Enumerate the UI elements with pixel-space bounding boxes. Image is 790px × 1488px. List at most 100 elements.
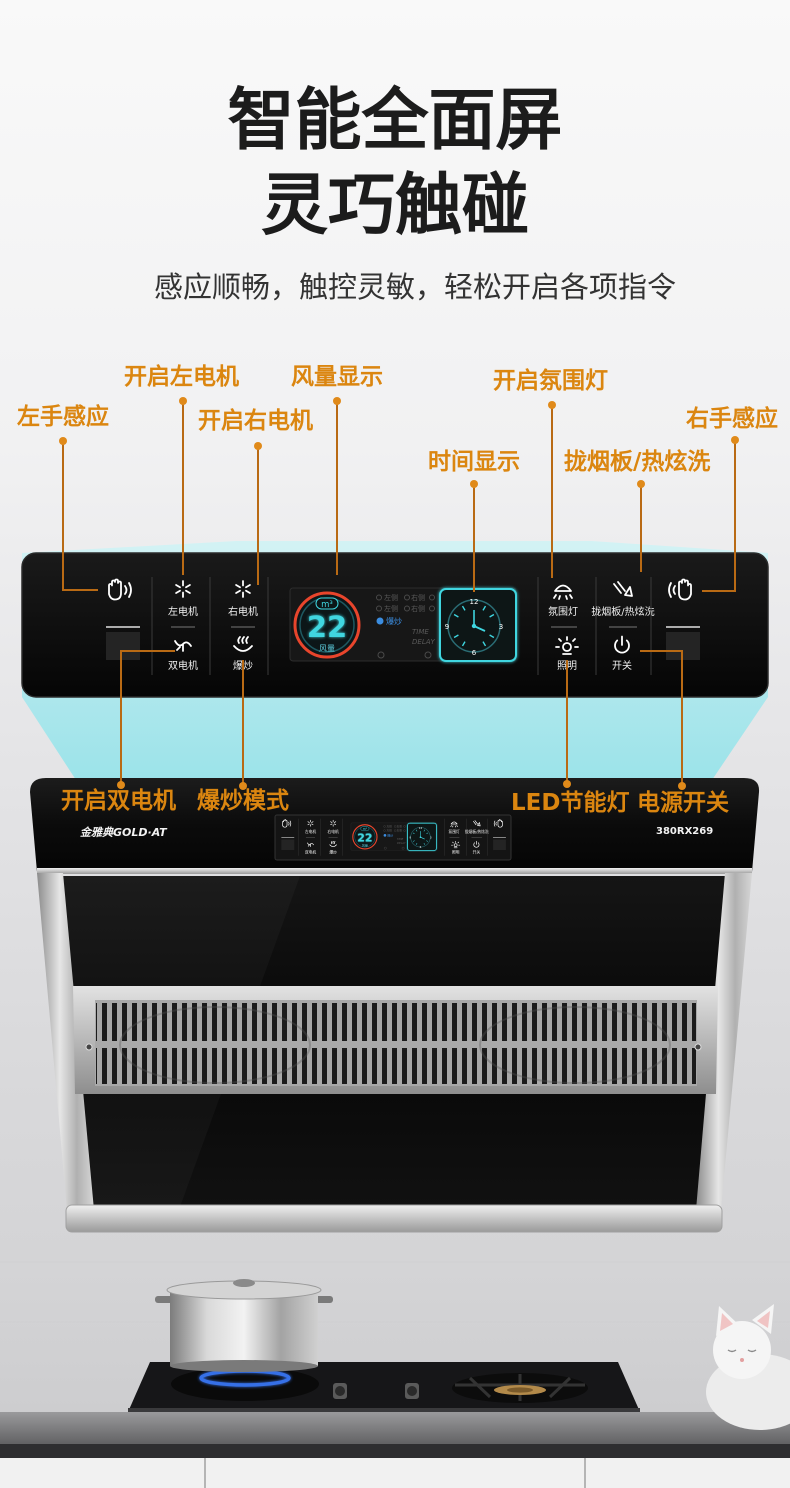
callout-stir-fry-mode: 爆炒模式: [197, 788, 289, 814]
clock-ticks: [412, 829, 429, 845]
hood-mini-panel: 左电机 双电机 右电机 爆炒 m³ 22 风量: [281, 818, 506, 856]
lighting-icon: [555, 636, 579, 655]
airflow-label: 风量: [362, 843, 368, 848]
right-motor-label: 右电机: [228, 605, 258, 618]
headline-line-2: 灵巧触碰: [261, 166, 529, 244]
timer-label-time: TIME: [397, 837, 404, 841]
mode-indicator-icon: [383, 834, 387, 837]
stir-fry-label: 爆炒: [329, 849, 337, 854]
indicator-left-2: 左侧: [386, 829, 392, 833]
right-motor-icon: [330, 819, 337, 827]
clock-number-9: 9: [445, 623, 449, 631]
clock: 12 3 6 9: [439, 588, 517, 662]
right-burner: [452, 1373, 588, 1403]
pot-bottom: [170, 1360, 318, 1372]
airflow-ring: [293, 591, 361, 659]
headline-line-1: 智能全面屏: [228, 81, 563, 159]
headline-subtitle: 感应顺畅，触控灵敏，轻松开启各项指令: [154, 270, 676, 304]
fan-right: [479, 1006, 671, 1084]
right-motor-label: 右电机: [328, 829, 340, 834]
callout-airflow-display: 风量显示: [291, 364, 383, 390]
clock-tick: [461, 641, 466, 647]
leader-dot: [254, 442, 262, 450]
clock-tick: [461, 605, 466, 611]
indicator-right-2: 右侧: [411, 604, 425, 613]
clock-tick: [453, 634, 459, 639]
power-label: 开关: [612, 659, 632, 672]
clock-tick: [423, 842, 426, 845]
leader-left-hand: [62, 441, 98, 591]
clock-tick: [453, 613, 459, 618]
lighting-label: 照明: [452, 849, 460, 854]
ambient-light-label: 氛围灯: [548, 605, 578, 618]
mode-label: 爆炒: [386, 616, 402, 626]
left-hand-sensor-icon: [108, 578, 132, 601]
screw-right: [694, 1043, 702, 1051]
stir-fry-icon: [233, 636, 253, 652]
clock-ticks: [453, 605, 495, 647]
indicator-right-1: 右侧: [411, 593, 425, 602]
stock-pot: [155, 1279, 333, 1372]
clock-tick: [489, 634, 495, 639]
stove-front-edge: [128, 1408, 640, 1414]
clock-tick: [423, 829, 426, 832]
callout-leaders: [59, 397, 739, 790]
dual-motor-icon: [174, 640, 192, 652]
smoke-board-icon: [613, 581, 633, 597]
leader-dot: [563, 780, 571, 788]
right-sensor-pad: [493, 839, 506, 851]
clock-frame: [439, 588, 517, 662]
kitchen-scene: [0, 1279, 790, 1488]
clock-tick: [415, 842, 418, 845]
range-hood: 金雅典GOLD·AT 380RX269 左电机 双电机 右电机: [30, 778, 760, 1233]
leader-right-hand: [702, 440, 736, 592]
airflow-label: 风量: [319, 644, 335, 653]
indicator-left-2: 左侧: [384, 604, 398, 613]
pot-handle-left: [155, 1296, 173, 1303]
callout-smoke-board: 拢烟板/热炫洗: [564, 448, 710, 475]
leader-dot: [470, 480, 478, 488]
airflow-value: 22: [307, 610, 347, 644]
airflow-value: 22: [357, 831, 372, 844]
ambient-light-icon: [553, 584, 573, 600]
hood-bottom-lip: [65, 1204, 723, 1233]
model-number: 380RX269: [656, 826, 713, 837]
leader-dot: [731, 436, 739, 444]
clock: 12 3 6 9: [407, 822, 437, 851]
leader-power: [640, 650, 683, 786]
indicator-left-1: 左侧: [386, 824, 392, 828]
left-sensor-pad: [281, 839, 295, 851]
power-icon: [614, 635, 630, 654]
white-cat: [706, 1304, 790, 1430]
clock-number-6: 6: [420, 845, 422, 849]
callout-right-hand: 右手感应: [686, 405, 778, 432]
leader-dot: [548, 401, 556, 409]
clock-number-6: 6: [472, 649, 477, 657]
frame-right: [696, 873, 752, 1210]
indicator-icons: [383, 825, 406, 850]
clock-tick: [482, 641, 487, 647]
stir-fry-icon: [329, 841, 337, 848]
pot-body: [170, 1290, 318, 1366]
leader-dot: [117, 781, 125, 789]
clock-number-9: 9: [409, 835, 411, 839]
clock-dial: [410, 827, 431, 848]
ambient-light-label: 氛围灯: [448, 829, 460, 834]
left-motor-icon: [307, 819, 314, 827]
clock-number-12: 12: [470, 598, 479, 606]
airflow-unit-badge: [360, 826, 370, 831]
clock-tick: [412, 840, 415, 842]
callout-ambient-light: 开启氛围灯: [493, 367, 608, 394]
clock-tick: [489, 613, 495, 618]
stove-knobs: [333, 1383, 419, 1399]
frame-left: [37, 873, 94, 1210]
counter-edge: [0, 1444, 790, 1458]
pot-lid-knob: [233, 1279, 255, 1287]
mode-indicator-icon: [376, 617, 384, 625]
callout-dual-motor: 开启双电机: [61, 787, 176, 814]
panel-display: m³ 22 风量 左侧 右侧 左侧 右侧 爆炒 TIME DELAY 12 3: [289, 587, 517, 662]
right-hand-sensor-icon: [493, 819, 503, 828]
leader-dot: [239, 782, 247, 790]
clock-number-12: 12: [419, 826, 423, 830]
